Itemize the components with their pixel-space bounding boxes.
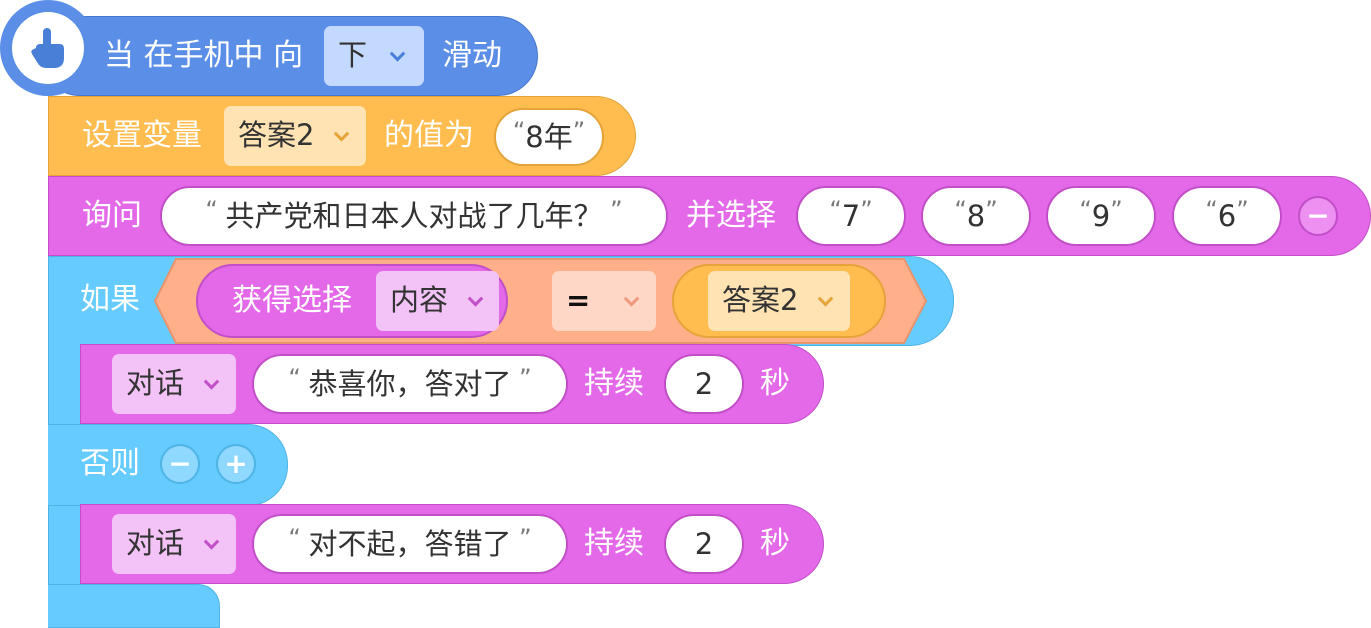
option-text-1: 7: [841, 199, 861, 233]
else-add-button[interactable]: +: [216, 444, 256, 484]
event-label-swipe: 滑动: [442, 38, 502, 73]
set-variable-label-to: 的值为: [384, 118, 474, 153]
event-label-when: 当 在手机中 向: [104, 38, 304, 73]
compare-variable-name: 答案2: [722, 283, 799, 317]
chevron-down-icon: [203, 534, 220, 550]
dialog-text: 对不起，答错了: [308, 527, 512, 561]
get-choice-label: 获得选择: [232, 283, 352, 318]
duration-unit-label: 秒: [760, 526, 790, 561]
dialog-text: 恭喜你，答对了: [308, 367, 512, 401]
variable-dropdown[interactable]: 答案2: [224, 106, 366, 166]
question-input[interactable]: “ 共产党和日本人对战了几年？ ”: [160, 186, 668, 246]
ask-label-choose: 并选择: [686, 198, 776, 233]
dialog-text-input[interactable]: “ 对不起，答错了 ”: [252, 514, 568, 574]
option-input-3[interactable]: “9”: [1046, 186, 1156, 246]
chevron-down-icon: [333, 126, 350, 142]
get-choice-dropdown[interactable]: 内容: [376, 271, 499, 331]
chevron-down-icon: [389, 46, 406, 62]
chevron-down-icon: [467, 291, 484, 307]
chevron-down-icon: [623, 291, 640, 307]
option-input-2[interactable]: “8”: [921, 186, 1031, 246]
variable-name: 答案2: [238, 118, 315, 152]
dialog-type-value: 对话: [126, 526, 185, 560]
option-input-4[interactable]: “6”: [1172, 186, 1282, 246]
duration-input[interactable]: 2: [664, 354, 744, 414]
chevron-down-icon: [817, 291, 834, 307]
else-label: 否则: [80, 446, 140, 481]
event-icon-circle: [12, 12, 84, 84]
operator-dropdown[interactable]: =: [552, 271, 656, 331]
set-variable-label: 设置变量: [82, 118, 202, 153]
option-text-4: 6: [1217, 199, 1237, 233]
dialog-type-dropdown[interactable]: 对话: [112, 514, 236, 574]
duration-label: 持续: [584, 366, 644, 401]
chevron-down-icon: [203, 374, 220, 390]
option-input-1[interactable]: “7”: [796, 186, 906, 246]
duration-unit-label: 秒: [760, 366, 790, 401]
duration-value: 2: [694, 527, 714, 561]
if-else-foot: [48, 584, 220, 628]
dialog-type-value: 对话: [126, 366, 185, 400]
duration-input[interactable]: 2: [664, 514, 744, 574]
remove-option-button[interactable]: −: [1298, 196, 1338, 236]
direction-dropdown[interactable]: 下: [324, 26, 424, 86]
get-choice-value: 内容: [390, 283, 449, 317]
option-text-2: 8: [966, 199, 986, 233]
duration-value: 2: [694, 367, 714, 401]
operator-value: =: [566, 283, 591, 317]
else-remove-button[interactable]: −: [160, 444, 200, 484]
variable-value-input[interactable]: “8年”: [494, 108, 604, 166]
dialog-type-dropdown[interactable]: 对话: [112, 354, 236, 414]
pointer-hand-icon: [31, 28, 64, 68]
direction-value: 下: [338, 38, 368, 72]
question-text: 共产党和日本人对战了几年？: [225, 199, 603, 233]
duration-label: 持续: [584, 526, 644, 561]
if-label: 如果: [80, 282, 140, 317]
ask-label: 询问: [82, 198, 142, 233]
option-text-3: 9: [1091, 199, 1111, 233]
compare-variable-dropdown[interactable]: 答案2: [708, 271, 850, 331]
dialog-text-input[interactable]: “ 恭喜你，答对了 ”: [252, 354, 568, 414]
variable-value-text: 8年: [525, 120, 573, 154]
